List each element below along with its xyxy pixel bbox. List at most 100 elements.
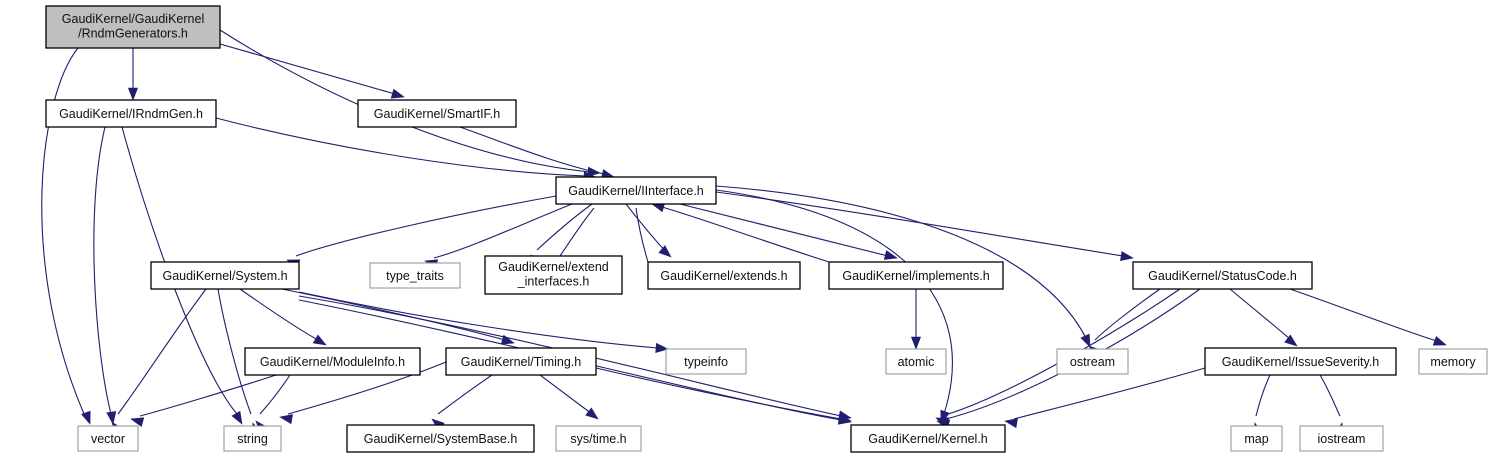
edge-timing-to-kernel (595, 367, 852, 424)
node-memory[interactable]: memory (1418, 348, 1488, 375)
edge-iinterface-to-extends (625, 203, 672, 258)
node-label: typeinfo (684, 355, 728, 369)
edge-line (715, 185, 1087, 339)
node-system[interactable]: GaudiKernel/System.h (150, 261, 300, 290)
node-label: GaudiKernel/StatusCode.h (1148, 269, 1297, 283)
node-extend_ifaces[interactable]: GaudiKernel/extend_interfaces.h (484, 255, 623, 295)
node-kernel[interactable]: GaudiKernel/Kernel.h (850, 424, 1006, 453)
node-implements[interactable]: GaudiKernel/implements.h (828, 261, 1004, 290)
arrow-head (1080, 333, 1091, 348)
node-vector[interactable]: vector (77, 425, 139, 452)
edge-system-to-moduleinfo (239, 288, 327, 346)
node-moduleinfo[interactable]: GaudiKernel/ModuleInfo.h (244, 347, 421, 376)
node-ostream[interactable]: ostream (1056, 348, 1129, 375)
node-iostream[interactable]: iostream (1299, 425, 1384, 452)
edge-line (117, 288, 207, 415)
edge-line (679, 203, 889, 257)
edge-iinterface-to-statuscode (715, 191, 1134, 262)
arrow-head (838, 413, 852, 424)
node-label: atomic (898, 355, 935, 369)
node-type_traits[interactable]: type_traits (369, 262, 461, 289)
node-label: map (1244, 432, 1268, 446)
node-string[interactable]: string (223, 425, 282, 452)
edge-line (437, 374, 493, 415)
arrow-head (231, 410, 243, 425)
arrow-head (883, 250, 898, 260)
edge-line (1289, 288, 1438, 342)
arrow-head (1284, 334, 1298, 347)
arrow-head (585, 407, 599, 420)
edge-moduleinfo-to-vector (130, 374, 277, 428)
node-box[interactable] (1056, 348, 1129, 375)
edge-rndmgenerators-to-smartif (219, 43, 405, 99)
node-box[interactable] (244, 347, 421, 376)
node-extends[interactable]: GaudiKernel/extends.h (647, 261, 801, 290)
edge-line (219, 43, 396, 95)
node-box[interactable] (346, 424, 535, 453)
node-box[interactable] (828, 261, 1004, 290)
node-label: GaudiKernel/ModuleInfo.h (260, 355, 405, 369)
node-label: vector (91, 432, 125, 446)
node-systime[interactable]: sys/time.h (555, 425, 642, 452)
node-box[interactable] (885, 348, 947, 375)
node-statuscode[interactable]: GaudiKernel/StatusCode.h (1132, 261, 1313, 290)
node-box[interactable] (1418, 348, 1488, 375)
node-label: iostream (1318, 432, 1366, 446)
edge-line (1013, 367, 1206, 420)
node-label: memory (1430, 355, 1476, 369)
arrow-head (130, 417, 145, 428)
node-label: string (237, 432, 268, 446)
arrow-head (81, 410, 91, 425)
edge-smartif-to-iinterface (459, 126, 615, 179)
node-box[interactable] (77, 425, 139, 452)
node-box[interactable] (1299, 425, 1384, 452)
edge-line (539, 374, 593, 415)
edge-line (298, 295, 842, 417)
node-label: ostream (1070, 355, 1115, 369)
node-box[interactable] (484, 255, 623, 295)
node-box[interactable] (445, 347, 597, 376)
node-box[interactable] (555, 425, 642, 452)
edge-line (93, 126, 112, 415)
node-box[interactable] (223, 425, 282, 452)
node-box[interactable] (665, 348, 747, 375)
edge-line (239, 288, 319, 341)
node-box[interactable] (150, 261, 300, 290)
node-box[interactable] (357, 99, 517, 128)
node-atomic[interactable]: atomic (885, 348, 947, 375)
node-smartif[interactable]: GaudiKernel/SmartIF.h (357, 99, 517, 128)
node-label: GaudiKernel/IRndmGen.h (59, 107, 203, 121)
arrow-head (1004, 418, 1018, 429)
node-label: GaudiKernel/GaudiKernel/RndmGenerators.h (62, 12, 204, 40)
node-timing[interactable]: GaudiKernel/Timing.h (445, 347, 597, 376)
node-box[interactable] (1230, 425, 1283, 452)
node-box[interactable] (647, 261, 801, 290)
node-irndmgen[interactable]: GaudiKernel/IRndmGen.h (45, 99, 217, 128)
arrow-head (106, 411, 117, 425)
edge-line (215, 117, 587, 177)
edge-rndmgenerators-to-vector (41, 47, 91, 425)
edge-line (259, 374, 291, 415)
node-issueseverity[interactable]: GaudiKernel/IssueSeverity.h (1204, 347, 1397, 376)
edge-line (1094, 288, 1161, 341)
node-box[interactable] (45, 5, 221, 49)
node-label: GaudiKernel/SystemBase.h (364, 432, 518, 446)
edge-system-to-typeinfo (298, 291, 669, 353)
edge-line (281, 288, 506, 341)
node-box[interactable] (850, 424, 1006, 453)
node-map[interactable]: map (1230, 425, 1283, 452)
node-box[interactable] (1132, 261, 1313, 290)
node-systembase[interactable]: GaudiKernel/SystemBase.h (346, 424, 535, 453)
edge-issueseverity-to-kernel (1004, 367, 1206, 429)
node-box[interactable] (555, 176, 717, 205)
node-label: GaudiKernel/Kernel.h (868, 432, 988, 446)
node-iinterface[interactable]: GaudiKernel/IInterface.h (555, 176, 717, 205)
node-box[interactable] (369, 262, 461, 289)
edge-system-to-vector (111, 288, 207, 435)
node-rndmgenerators[interactable]: GaudiKernel/GaudiKernel/RndmGenerators.h (45, 5, 221, 49)
node-box[interactable] (45, 99, 217, 128)
node-box[interactable] (1204, 347, 1397, 376)
node-typeinfo[interactable]: typeinfo (665, 348, 747, 375)
node-label: GaudiKernel/Timing.h (461, 355, 581, 369)
